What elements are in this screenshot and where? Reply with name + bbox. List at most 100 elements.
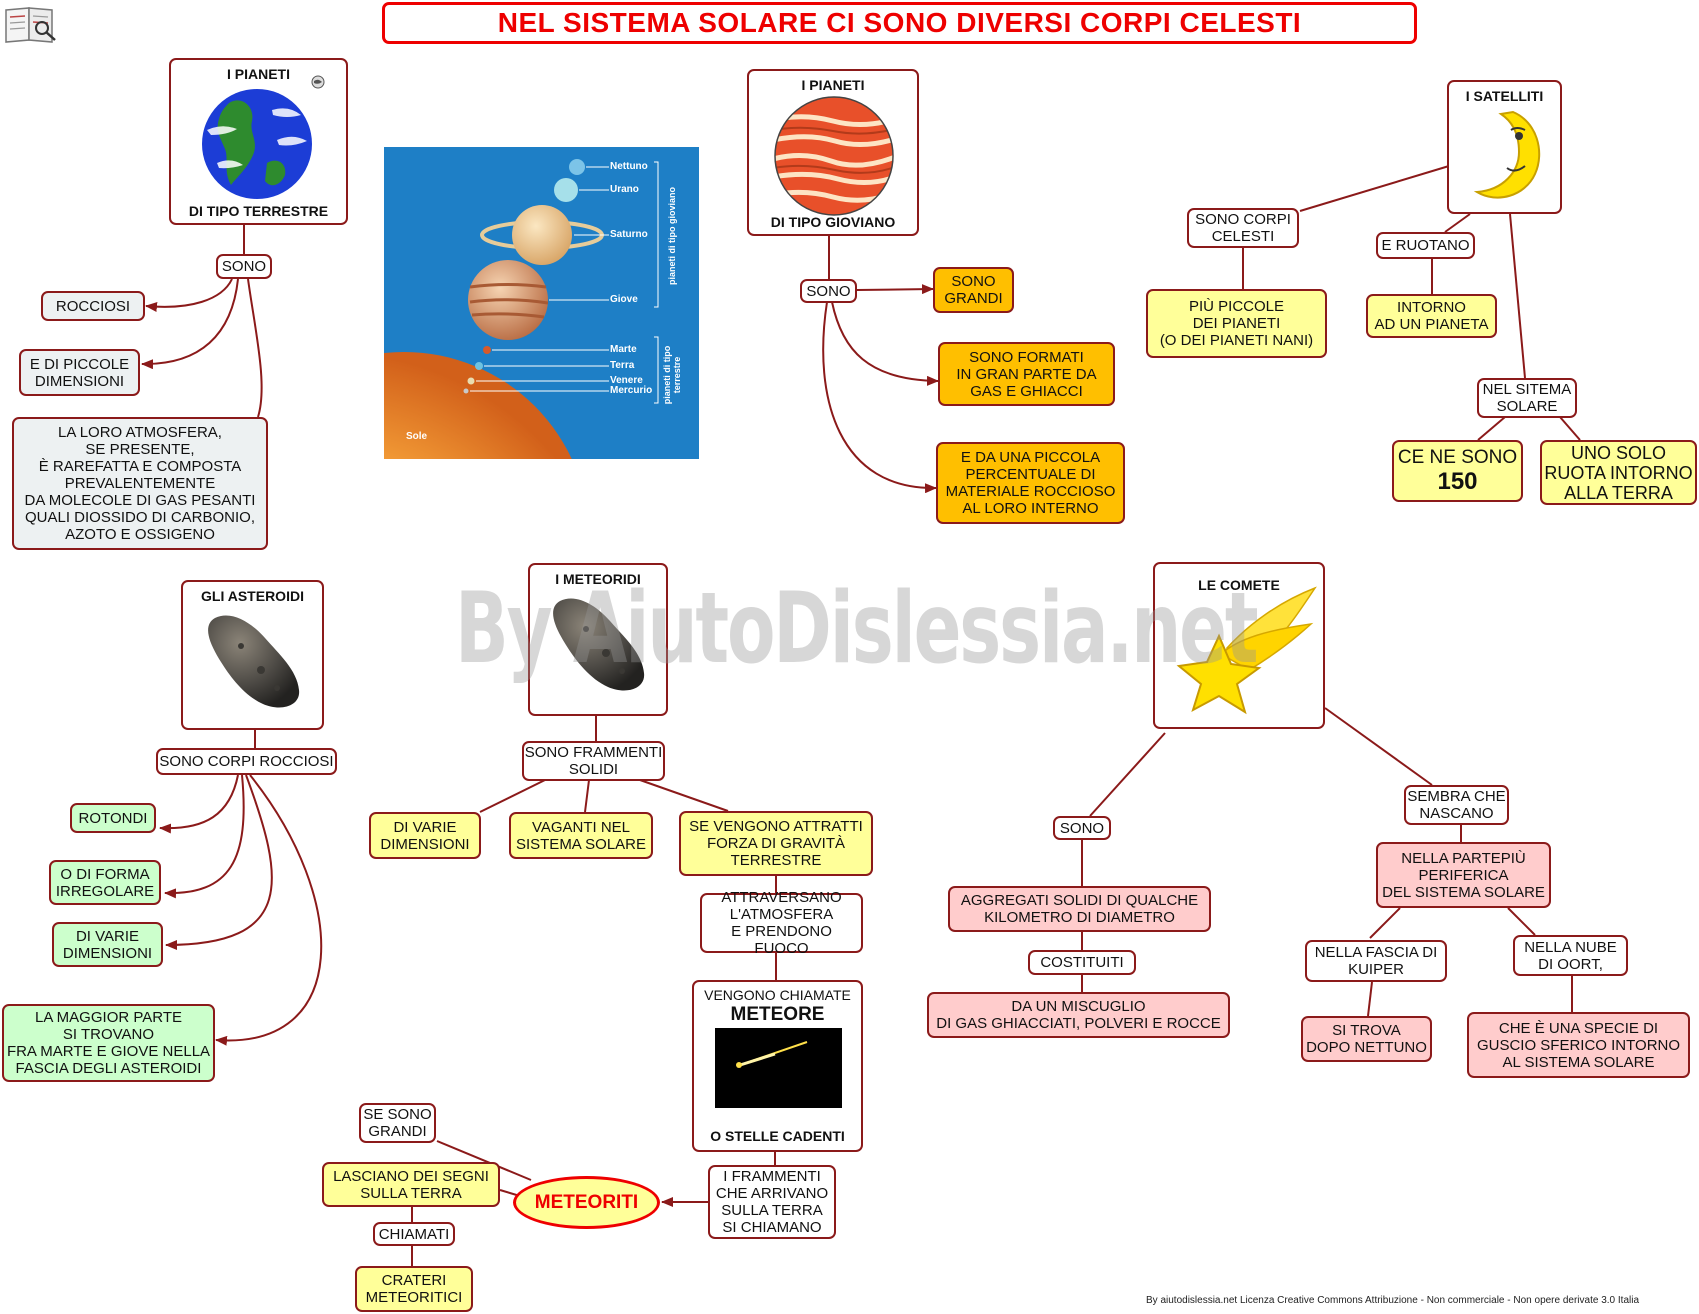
card-satelliti-top: I SATELLITI: [1465, 88, 1544, 104]
node-periferica[interactable]: NELLA PARTEPIÙ PERIFERICA DEL SISTEMA SO…: [1376, 842, 1551, 908]
meteor-icon: [715, 1028, 842, 1108]
node-corpi-celesti[interactable]: SONO CORPI CELESTI: [1187, 208, 1299, 248]
link-comete-sono: [1089, 732, 1166, 817]
link-comete-nascano: [1324, 707, 1433, 786]
label-saturno: Saturno: [610, 229, 648, 240]
label-urano: Urano: [610, 184, 639, 195]
label-terra: Terra: [610, 360, 635, 371]
node-segni-terra[interactable]: LASCIANO DEI SEGNI SULLA TERRA: [322, 1162, 500, 1207]
card-satelliti[interactable]: I SATELLITI: [1447, 80, 1562, 214]
card-asteroidi[interactable]: GLI ASTEROIDI: [181, 580, 324, 730]
node-piccole-dimensioni[interactable]: E DI PICCOLE DIMENSIONI: [19, 349, 140, 396]
label-giove: Giove: [610, 294, 638, 305]
link-corpi-forma: [164, 774, 245, 899]
node-vaganti[interactable]: VAGANTI NEL SISTEMA SOLARE: [509, 812, 653, 859]
link-corpi-dimensioni: [165, 774, 273, 950]
node-kuiper[interactable]: NELLA FASCIA DI KUIPER: [1305, 940, 1447, 982]
node-miscuglio[interactable]: DA UN MISCUGLIO DI GAS GHIACCIATI, POLVE…: [927, 992, 1230, 1038]
link-sono-atmosfera: [247, 278, 263, 418]
card-pianeti-terrestri-bottom: DI TIPO TERRESTRE: [188, 203, 329, 219]
node-varie-dimensioni[interactable]: DI VARIE DIMENSIONI: [52, 922, 163, 967]
comet-icon: [1176, 586, 1317, 715]
node-frammenti-solidi[interactable]: SONO FRAMMENTI SOLIDI: [522, 741, 665, 781]
node-terrestre-sono[interactable]: SONO: [216, 254, 272, 279]
card-asteroidi-top: GLI ASTEROIDI: [201, 588, 304, 604]
card-meteore-title: METEORE: [730, 1004, 825, 1025]
card-meteoridi[interactable]: I METEORIDI: [528, 563, 668, 716]
earth-shape: [475, 362, 483, 370]
card-pianeti-terrestri[interactable]: I PIANETI DI TIPO TERRESTRE: [169, 58, 348, 225]
node-crateri[interactable]: CRATERI METEORITICI: [355, 1266, 473, 1312]
card-meteore-top: VENGONO CHIAMATE: [704, 987, 851, 1003]
uranus-shape: [554, 178, 578, 202]
saturn-shape: [512, 205, 572, 265]
earth-icon: [202, 89, 312, 199]
node-frammenti-arrivano[interactable]: I FRAMMENTI CHE ARRIVANO SULLA TERRA SI …: [708, 1165, 836, 1239]
node-rotondi[interactable]: ROTONDI: [70, 803, 156, 833]
node-meteoridi-dimensioni[interactable]: DI VARIE DIMENSIONI: [369, 812, 481, 859]
link-corpi-rotondi: [159, 774, 239, 834]
node-dopo-nettuno[interactable]: SI TROVA DOPO NETTUNO: [1301, 1016, 1432, 1062]
label-marte: Marte: [610, 344, 637, 355]
link-satelliti-sistema: [1509, 213, 1526, 379]
card-pianeti-terrestri-top: I PIANETI: [226, 66, 290, 82]
node-attraversano[interactable]: ATTRAVERSANO L'ATMOSFERA E PRENDONO FUOC…: [700, 889, 863, 957]
link-periferica-oort: [1507, 907, 1536, 936]
node-rocciosi[interactable]: ROCCIOSI: [41, 291, 145, 321]
asteroid-icon: [208, 615, 300, 708]
node-atmosfera[interactable]: LA LORO ATMOSFERA, SE PRESENTE, È RAREFA…: [12, 417, 268, 550]
node-ruotano[interactable]: E RUOTANO: [1376, 232, 1475, 259]
label-venere: Venere: [610, 375, 643, 386]
node-gas-ghiacci[interactable]: SONO FORMATI IN GRAN PARTE DA GAS E GHIA…: [938, 342, 1115, 406]
card-pianeti-gioviani[interactable]: I PIANETI DI TIPO GIOVIANO: [747, 69, 919, 236]
meteoroid-icon: [553, 598, 645, 691]
link-sono-piccole: [141, 278, 239, 370]
group-label-giovian: pianeti di tipo gioviano: [667, 187, 677, 285]
node-guscio[interactable]: CHE È UNA SPECIE DI GUSCIO SFERICO INTOR…: [1467, 1012, 1690, 1078]
node-corpi-rocciosi[interactable]: SONO CORPI ROCCIOSI: [156, 748, 337, 775]
node-comete-sono[interactable]: SONO: [1053, 816, 1111, 840]
node-piu-piccole[interactable]: PIÙ PICCOLE DEI PIANETI (O DEI PIANETI N…: [1146, 289, 1327, 358]
node-gioviano-sono[interactable]: SONO: [800, 279, 857, 303]
node-chiamati[interactable]: CHIAMATI: [373, 1222, 455, 1246]
node-se-sono-grandi[interactable]: SE SONO GRANDI: [359, 1103, 436, 1143]
node-materiale-roccioso[interactable]: E DA UNA PICCOLA PERCENTUALE DI MATERIAL…: [936, 442, 1125, 524]
group-label-terrestrial: pianeti di tipo terrestre: [662, 345, 682, 405]
mercury-shape: [463, 388, 469, 394]
node-nel-sistema[interactable]: NEL SITEMA SOLARE: [1477, 378, 1577, 418]
link-sono-rocce: [822, 301, 937, 494]
node-150[interactable]: CE NE SONO 150: [1392, 440, 1523, 502]
label-nettuno: Nettuno: [610, 161, 648, 172]
link-sistema-150: [1477, 416, 1506, 441]
link-corpi-fascia: [215, 774, 323, 1046]
jupiter-icon: [774, 96, 894, 216]
node-meteoriti[interactable]: METEORITI: [513, 1176, 660, 1229]
node-forma-irregolare[interactable]: O DI FORMA IRREGOLARE: [49, 860, 161, 905]
node-150-count: 150: [1437, 468, 1478, 495]
link-frammenti-gravita: [639, 779, 729, 812]
card-meteore[interactable]: VENGONO CHIAMATE METEORE O STELLE CADENT…: [692, 980, 863, 1152]
node-grandi[interactable]: SONO GRANDI: [933, 267, 1014, 313]
node-forza-gravita[interactable]: SE VENGONO ATTRATTI FORZA DI GRAVITÀ TER…: [679, 811, 873, 876]
label-sole: Sole: [406, 431, 428, 442]
card-pianeti-gioviani-bottom: DI TIPO GIOVIANO: [770, 214, 896, 230]
node-intorno-pianeta[interactable]: INTORNO AD UN PIANETA: [1366, 294, 1497, 338]
card-comete[interactable]: LE COMETE: [1153, 562, 1325, 729]
watermark-text: By AiutoDislessia.net: [455, 572, 1259, 686]
node-oort[interactable]: NELLA NUBE DI OORT,: [1513, 935, 1628, 976]
link-sistema-uno: [1559, 416, 1581, 441]
node-uno-solo[interactable]: UNO SOLO RUOTA INTORNO ALLA TERRA: [1540, 440, 1697, 505]
card-meteoridi-top: I METEORIDI: [555, 571, 641, 587]
mini-globe-icon: [311, 75, 325, 89]
node-fascia-asteroidi[interactable]: LA MAGGIOR PARTE SI TROVANO FRA MARTE E …: [2, 1004, 215, 1082]
node-sembra-nascano[interactable]: SEMBRA CHE NASCANO: [1404, 785, 1509, 825]
card-pianeti-gioviani-top: I PIANETI: [801, 77, 865, 93]
link-periferica-kuiper: [1369, 907, 1401, 939]
node-aggregati-solidi[interactable]: AGGREGATI SOLIDI DI QUALCHE KILOMETRO DI…: [948, 886, 1211, 932]
node-costituiti[interactable]: COSTITUITI: [1028, 950, 1136, 975]
link-sono-rocciosi: [145, 278, 233, 312]
page-title: NEL SISTEMA SOLARE CI SONO DIVERSI CORPI…: [382, 2, 1417, 44]
link-sono-formati: [831, 301, 939, 386]
book-logo-icon: [2, 2, 58, 44]
